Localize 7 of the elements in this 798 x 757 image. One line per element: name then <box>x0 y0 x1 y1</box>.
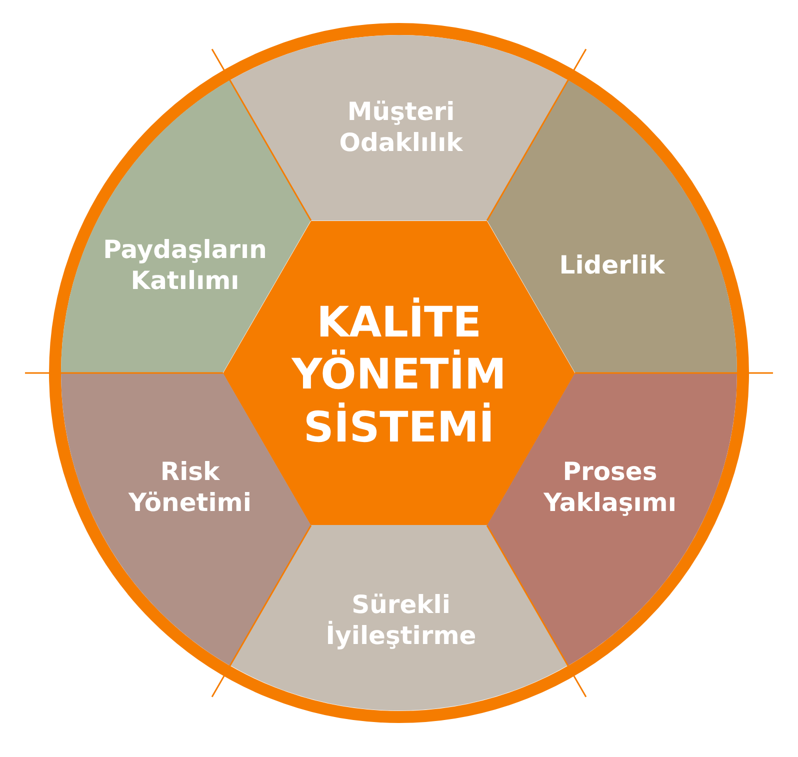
segment-label: Risk Yönetimi <box>127 456 252 518</box>
segment-label: Liderlik <box>558 249 666 281</box>
segment-label: Proses Yaklaşımı <box>542 456 678 518</box>
segment-label: Paydaşların Katılımı <box>102 234 268 296</box>
segment-label: Müşteri Odaklılık <box>338 96 464 158</box>
center-title: KALİTE YÖNETİM SİSTEMİ <box>290 296 508 454</box>
segment-label: Sürekli İyileştirme <box>324 588 478 652</box>
